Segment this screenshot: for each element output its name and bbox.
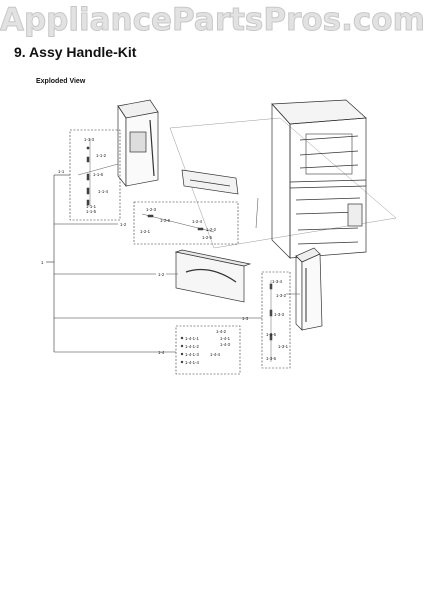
- group-boxes: [69, 129, 291, 375]
- dispenser-door: [117, 99, 159, 187]
- refrigerator-cabinet: [271, 99, 367, 259]
- label-1-1-3: 1-1-3: [84, 137, 95, 142]
- label-1-3-4: 1-3-4: [272, 279, 283, 284]
- label-1-1-4: 1-1-4: [98, 189, 109, 194]
- label-1-4-1-1: 1-4-1-1: [185, 336, 199, 341]
- label-1-2-6: 1-2-6: [160, 218, 171, 223]
- label-1-2-1: 1-2-1: [140, 229, 151, 234]
- label-1-4-3: 1-4-3: [220, 342, 231, 347]
- label-1-2-5: 1-2-5: [202, 235, 213, 240]
- label-1-1-2: 1-1-2: [96, 153, 107, 158]
- label-1-3: 1-3: [242, 316, 249, 321]
- page-title: 9. Assy Handle-Kit: [14, 44, 137, 60]
- floor-plane: [169, 117, 397, 249]
- label-1-4-4: 1-4-4: [210, 352, 221, 357]
- drawer-handle-panel: [181, 169, 239, 195]
- label-1-2-3: 1-2-3: [146, 207, 157, 212]
- label-1-1-5: 1-1-5: [86, 209, 97, 214]
- label-1-3-1: 1-3-1: [278, 344, 289, 349]
- label-1-2: 1-2: [120, 222, 127, 227]
- label-1-4-2: 1-4-2: [216, 329, 227, 334]
- freezer-drawer-front: [174, 249, 252, 303]
- label-1-2-2: 1-2-2: [206, 227, 217, 232]
- label-1-1: 1-1: [58, 169, 65, 174]
- right-door: [295, 247, 323, 331]
- label-1-4-1: 1-4-1: [220, 336, 231, 341]
- callout-labels: 1 1-1 1-1-3 1-1-2 1-1-6 1-1-4 1-1-1 1-1-…: [41, 137, 289, 365]
- watermark: AppliancePartsPros.com: [0, 2, 424, 39]
- hardware-parts: [86, 138, 273, 364]
- label-1-1-1: 1-1-1: [86, 204, 97, 209]
- label-1-4-1-2: 1-4-1-2: [185, 344, 199, 349]
- label-1-1-6: 1-1-6: [93, 172, 104, 177]
- page-subtitle: Exploded View: [36, 78, 86, 85]
- label-1-4-1-3: 1-4-1-3: [185, 352, 199, 357]
- label-1-3-5: 1-3-5: [266, 332, 277, 337]
- label-1-4-1-4: 1-4-1-4: [185, 360, 199, 365]
- label-1-4: 1-4: [158, 350, 165, 355]
- label-1-3-6: 1-3-6: [266, 356, 277, 361]
- tree-lines: [46, 163, 300, 353]
- label-1-3-3: 1-3-3: [274, 312, 285, 317]
- label-1-2-4: 1-2-4: [192, 219, 203, 224]
- label-1-3-2: 1-3-2: [276, 293, 287, 298]
- label-1-2-drawer: 1-2: [158, 272, 165, 277]
- label-1: 1: [41, 260, 44, 265]
